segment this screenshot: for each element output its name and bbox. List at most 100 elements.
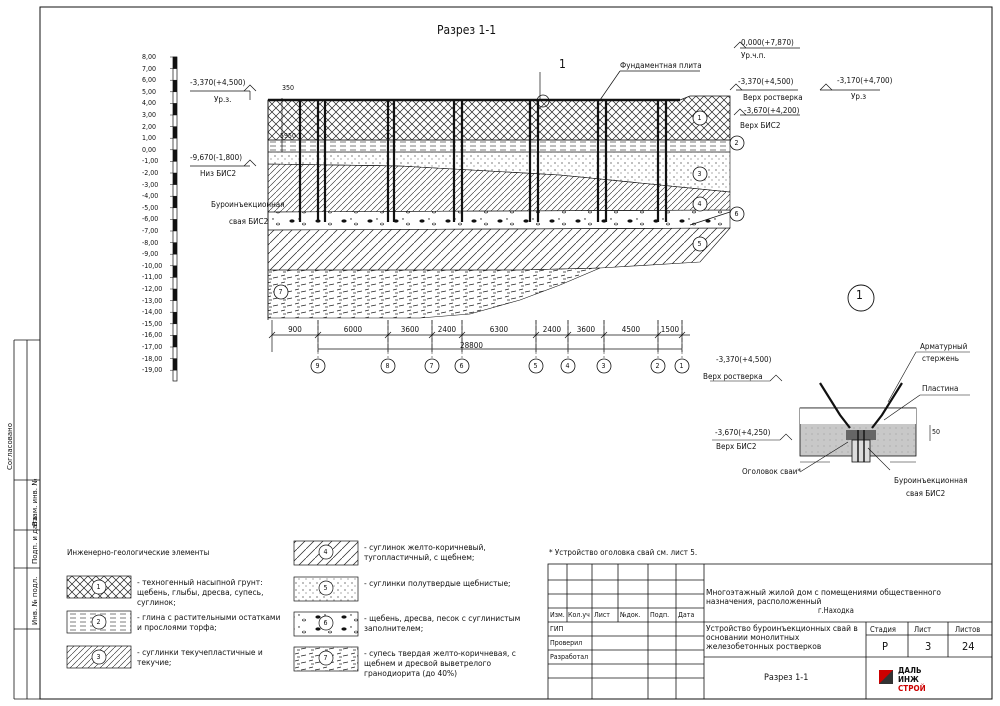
detail-pile-2: свая БИС2 (906, 489, 946, 498)
elev-right-grillage-name: Верх ростверка (743, 93, 803, 102)
stamp-header: Изм. (550, 611, 565, 619)
detail-bis-name: Верх БИС2 (716, 442, 757, 451)
dim-5950: 5950 (280, 132, 297, 140)
scale-tick: 7,00 (142, 64, 157, 73)
detail-label-rebar-1: Арматурный (920, 342, 968, 351)
dim-span: 6300 (489, 325, 509, 334)
company-name-2: ИНЖ (898, 675, 919, 684)
scale-tick: -1,00 (142, 157, 159, 166)
callout-mark: 1 (559, 57, 566, 71)
scale-tick: 5,00 (142, 87, 157, 96)
stamp-work-title: Устройство буроинъекционных свай в основ… (706, 624, 858, 651)
legend-title: Инженерно-геологические элементы (67, 548, 210, 557)
detail-bis-value: -3,670(+4,250) (715, 428, 771, 437)
scale-tick: -9,00 (142, 250, 159, 259)
company-logo (879, 670, 893, 684)
stamp-sheets: 24 (962, 640, 975, 653)
scale-tick: -3,00 (142, 180, 159, 189)
stamp-col-sheets: Листов (955, 625, 981, 634)
dim-span: 3600 (400, 325, 420, 334)
side-label-approved: Согласовано (6, 422, 14, 470)
stamp-header: Лист (594, 611, 610, 619)
stamp-stage: Р (882, 640, 888, 653)
axis-bubble: 2 (655, 361, 660, 370)
dim-span: 2400 (542, 325, 562, 334)
stamp-role: Проверил (550, 639, 583, 647)
axis-bubble: 1 (679, 361, 684, 370)
layer-mark: 2 (734, 138, 739, 147)
scale-tick: 0,00 (142, 145, 157, 154)
legend-swatch-number: 2 (96, 617, 101, 626)
scale-tick: 6,00 (142, 76, 157, 85)
layer-mark: 5 (697, 239, 702, 248)
dim-350: 350 (282, 84, 295, 92)
dim-span: 1500 (660, 325, 680, 334)
scale-tick: -17,00 (142, 343, 163, 351)
detail-dim-50: 50 (932, 428, 941, 436)
axis-bubble: 5 (533, 361, 538, 370)
layer-mark: 1 (697, 113, 702, 122)
scale-tick: 4,00 (142, 99, 157, 108)
legend-item-text: - суглинок желто-коричневый, тугопластич… (364, 543, 486, 562)
company-name-3: СТРОЙ (898, 684, 926, 693)
stamp-header: Подп. (650, 611, 670, 619)
elev-right-zero-name: Ур.ч.п. (741, 51, 766, 60)
legend-swatch-number: 6 (323, 618, 328, 627)
stamp-header: Дата (678, 611, 695, 619)
dim-span: 2400 (437, 325, 457, 334)
dim-span: 4500 (621, 325, 641, 334)
label-pile-left-1: Буроинъекционная (211, 200, 285, 209)
legend-item-text: - глина с растительными остатками и прос… (137, 613, 281, 632)
elev-right-grillage-value: -3,370(+4,500) (738, 77, 794, 86)
stamp-project: Многоэтажный жилой дом с помещениями общ… (706, 588, 942, 606)
scale-tick: -13,00 (142, 296, 163, 305)
legend-item-text: - техногенный насыпной грунт: щебень, гл… (137, 578, 264, 607)
pile-head-detail (799, 382, 917, 463)
stamp-sheet: 3 (925, 640, 932, 653)
scale-tick: -19,00 (142, 366, 163, 375)
legend-swatch-number: 3 (96, 652, 101, 661)
axis-bubble: 7 (429, 361, 434, 370)
scale-tick: -2,00 (142, 169, 159, 177)
dim-span: 3600 (576, 325, 596, 334)
legend-item-text: - суглинки полутвердые щебнистые; (364, 579, 511, 588)
layer-mark: 7 (278, 287, 283, 296)
scale-tick: 8,00 (142, 53, 157, 61)
detail-grillage-name: Верх ростверка (703, 372, 763, 381)
detail-pile-1: Буроинъекционная (894, 476, 968, 485)
scale-tick: 3,00 (142, 111, 157, 119)
side-label-inv-orig: Инв. № подл. (31, 576, 39, 625)
elev-left-top-value: -3,370(+4,500) (190, 78, 246, 87)
legend-swatch-number: 7 (323, 653, 328, 662)
stamp-header: Кол.уч (568, 611, 590, 619)
label-foundation-plate: Фундаментная плита (620, 61, 702, 70)
layer-mark: 6 (734, 209, 739, 218)
detail-label-rebar-2: стержень (922, 354, 960, 363)
scale-tick: -10,00 (142, 261, 163, 270)
elev-left-top-name: Ур.з. (214, 95, 232, 104)
label-pile-left-2: свая БИС2 (229, 217, 269, 226)
detail-label-plate: Пластина (922, 384, 959, 393)
scale-tick: -4,00 (142, 192, 159, 201)
scale-tick: -14,00 (142, 308, 163, 317)
elev-left-bottom-name: Низ БИС2 (200, 169, 237, 178)
stamp-col-stage: Стадия (870, 625, 896, 634)
scale-tick: 1,00 (142, 134, 157, 143)
detail-grillage-value: -3,370(+4,500) (716, 355, 772, 364)
detail-mark: 1 (856, 288, 863, 302)
stamp-role: ГИП (550, 625, 564, 633)
scale-tick: -11,00 (142, 273, 163, 282)
legend-item-text: - щебень, дресва, песок с суглинистым за… (364, 614, 521, 633)
dim-span: 6000 (343, 325, 363, 334)
scale-tick: -18,00 (142, 354, 163, 363)
elev-right-bis-value: -3,670(+4,200) (744, 106, 800, 115)
scale-tick: -15,00 (142, 319, 163, 328)
legend-item-text: - суглинки текучепластичные и текучие; (137, 648, 263, 667)
scale-tick: -6,00 (142, 215, 159, 224)
axis-bubble: 8 (385, 361, 390, 370)
detail-pile-head: Оголовок сваи* (742, 467, 802, 476)
legend-swatch-number: 4 (323, 547, 328, 556)
stamp-city: г.Находка (818, 606, 854, 615)
